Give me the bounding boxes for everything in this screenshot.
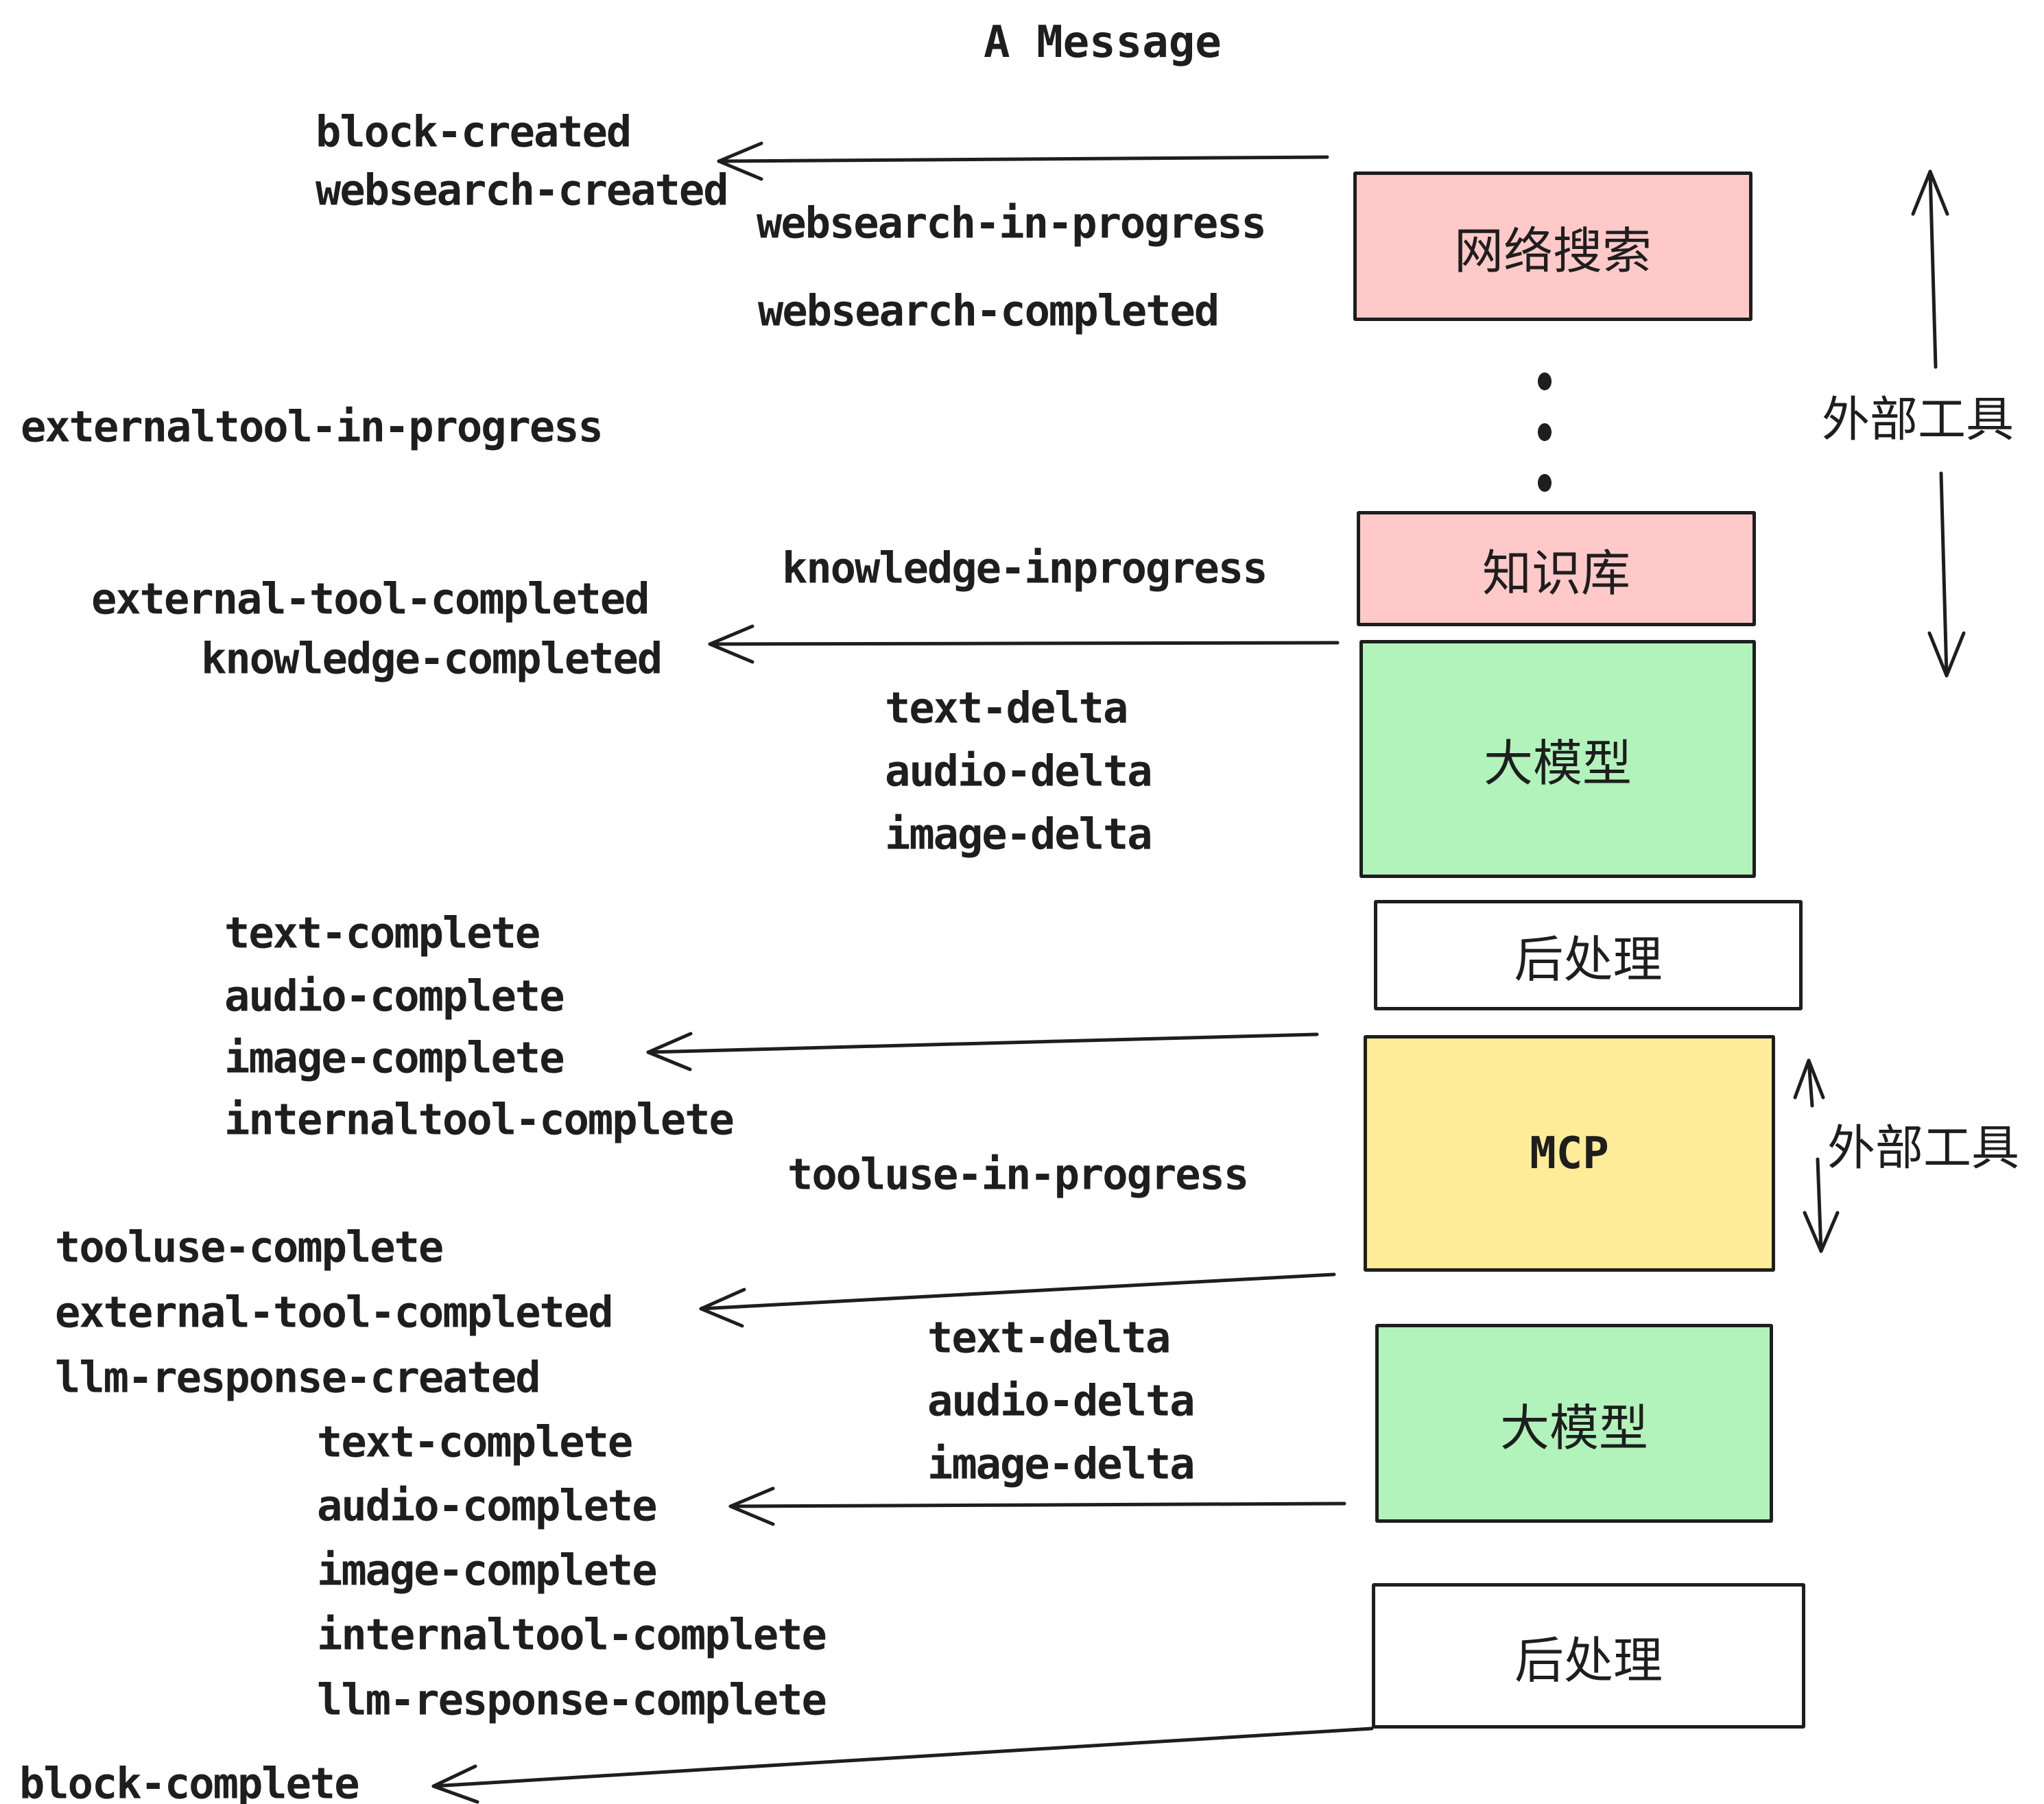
arrow-to-knowledge-completed [708,624,1340,664]
box-postprocess-2-label: 后处理 [1514,1631,1663,1689]
diagram-title: A Message [984,17,1222,68]
external-tools-label-top: 外部工具 [1822,391,2014,448]
event-label-external-tool-completed: external-tool-completed [91,573,650,624]
event-label-audio-complete-1: audio-complete [224,971,565,1021]
event-label-websearch-completed: websearch-completed [758,285,1220,336]
event-label-text-complete-1: text-complete [224,907,540,958]
box-llm-1-label: 大模型 [1483,735,1632,792]
event-label-externaltool-in-progress: externaltool-in-progress [21,401,604,452]
arrow-to-block-complete [431,1726,1374,1804]
event-label-image-delta-1: image-delta [885,809,1153,859]
event-label-text-delta-1: text-delta [885,683,1128,733]
box-llm-1: 大模型 [1359,640,1756,878]
event-label-knowledge-inprogress: knowledge-inprogress [782,543,1268,593]
event-label-image-delta-2: image-delta [927,1438,1196,1489]
box-websearch-label: 网络搜索 [1453,222,1652,280]
box-knowledge-label: 知识库 [1482,544,1630,602]
box-postprocess-1: 后处理 [1374,900,1803,1010]
box-postprocess-1-label: 后处理 [1514,931,1663,988]
box-knowledge: 知识库 [1357,511,1756,626]
ellipsis-dot-2 [1538,423,1552,441]
event-label-tooluse-in-progress: tooluse-in-progress [787,1149,1249,1200]
box-llm-2: 大模型 [1375,1324,1773,1523]
event-label-audio-delta-2: audio-delta [927,1375,1196,1426]
event-label-image-complete-1: image-complete [224,1032,565,1083]
event-label-audio-delta-1: audio-delta [885,746,1153,796]
event-label-websearch-created: websearch-created [316,165,729,215]
ellipsis-dot-1 [1538,372,1552,390]
event-label-knowledge-completed: knowledge-completed [201,633,663,684]
arrow-to-audio-complete [728,1486,1346,1526]
event-label-tooluse-complete: tooluse-complete [55,1222,444,1272]
event-label-external-tool-completed-2: external-tool-completed [55,1287,614,1338]
event-label-text-complete-2: text-complete [317,1416,633,1467]
arrow-to-websearch-created [717,141,1329,181]
event-label-block-complete: block-complete [19,1758,360,1804]
event-label-text-delta-2: text-delta [927,1312,1171,1363]
box-postprocess-2: 后处理 [1372,1583,1805,1729]
box-mcp: MCP [1364,1035,1775,1272]
event-label-llm-response-complete: llm-response-complete [317,1674,827,1725]
box-websearch: 网络搜索 [1353,171,1752,321]
event-label-audio-complete-2: audio-complete [317,1480,658,1531]
event-label-internaltool-complete-2: internaltool-complete [317,1609,827,1660]
event-label-llm-response-created: llm-response-created [55,1352,541,1403]
event-label-image-complete-2: image-complete [317,1545,658,1595]
external-tools-label-mcp: 外部工具 [1827,1119,2019,1176]
box-mcp-label: MCP [1530,1128,1609,1179]
ellipsis-dot-3 [1538,474,1552,492]
arrow-to-image-complete [646,1032,1319,1071]
event-label-internaltool-complete-1: internaltool-complete [224,1094,735,1145]
event-label-websearch-in-progress: websearch-in-progress [757,198,1267,248]
box-llm-2-label: 大模型 [1499,1399,1648,1457]
event-label-block-created: block-created [316,106,632,157]
